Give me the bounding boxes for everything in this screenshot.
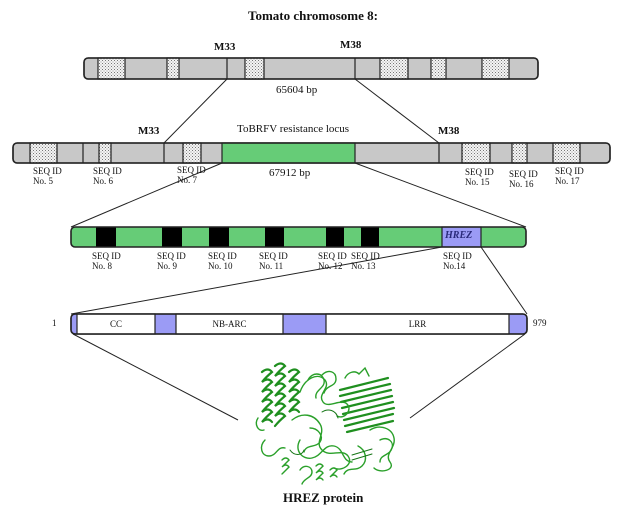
connector-m33 [163,78,228,144]
bar2-dotted-segment [511,142,528,164]
locus-label: ToBRFV resistance locus [237,123,350,135]
bar3-gene-block [265,227,284,247]
protein-domain-bar [70,313,528,335]
bar3-outline [70,226,527,248]
chromosome-bar-level2 [12,142,611,164]
marker-m38-level2: M38 [438,125,460,137]
connector-locus-left [70,162,223,228]
connector-m38 [354,78,440,144]
connector-protein-left [72,333,239,421]
bar3-gene-block [209,227,229,247]
bar2-dotted-segment [29,142,58,164]
bar3-background [71,227,526,247]
bar3-gene-block [361,227,379,247]
connector-hrez-right [480,246,528,315]
protein-label: HREZ protein [283,490,364,505]
domain-cc-label: CC [109,319,122,329]
bar1-dotted-segment [481,57,510,80]
domain-nbarc-label: NB-ARC [212,319,247,329]
locus-bar-level3 [70,226,527,248]
protein-structure-image [255,362,396,485]
bar1-dotted-segment [430,57,447,80]
zoom-connectors [70,78,528,421]
connector-protein-right [409,333,526,419]
bar3-gene-block [162,227,182,247]
bar1-dotted-segment [244,57,265,80]
size-label-level1: 65604 bp [276,84,318,96]
chromosome-bar-level1 [83,57,539,80]
connector-locus-right [354,162,527,228]
bar1-dotted-segment [379,57,409,80]
bar1-outline [83,57,539,80]
bar1-background [83,57,539,80]
domain-lrr-label: LRR [408,319,427,329]
bar2-dotted-segment [461,142,491,164]
protein-end-position: 979 [533,318,547,328]
marker-m33-level1: M33 [214,41,236,53]
bar4-outline [70,313,528,335]
bar2-outline [12,142,611,164]
bar2-resistance-locus [221,142,356,164]
bar3-gene-block [96,227,116,247]
marker-m38-level1: M38 [340,39,362,51]
bar3-gene-block [326,227,344,247]
size-label-level2: 67912 bp [269,167,311,179]
bar2-dotted-segment [182,142,202,164]
bar2-dotted-segment [98,142,112,164]
marker-m33-level2: M33 [138,125,160,137]
bar1-dotted-segment [97,57,126,80]
bar2-dotted-segment [552,142,581,164]
bar1-dotted-segment [166,57,180,80]
hrez-gene-label: HREZ [445,230,473,241]
connector-hrez-left [70,246,443,315]
protein-start-position: 1 [52,318,57,328]
figure-title: Tomato chromosome 8: [248,8,378,23]
